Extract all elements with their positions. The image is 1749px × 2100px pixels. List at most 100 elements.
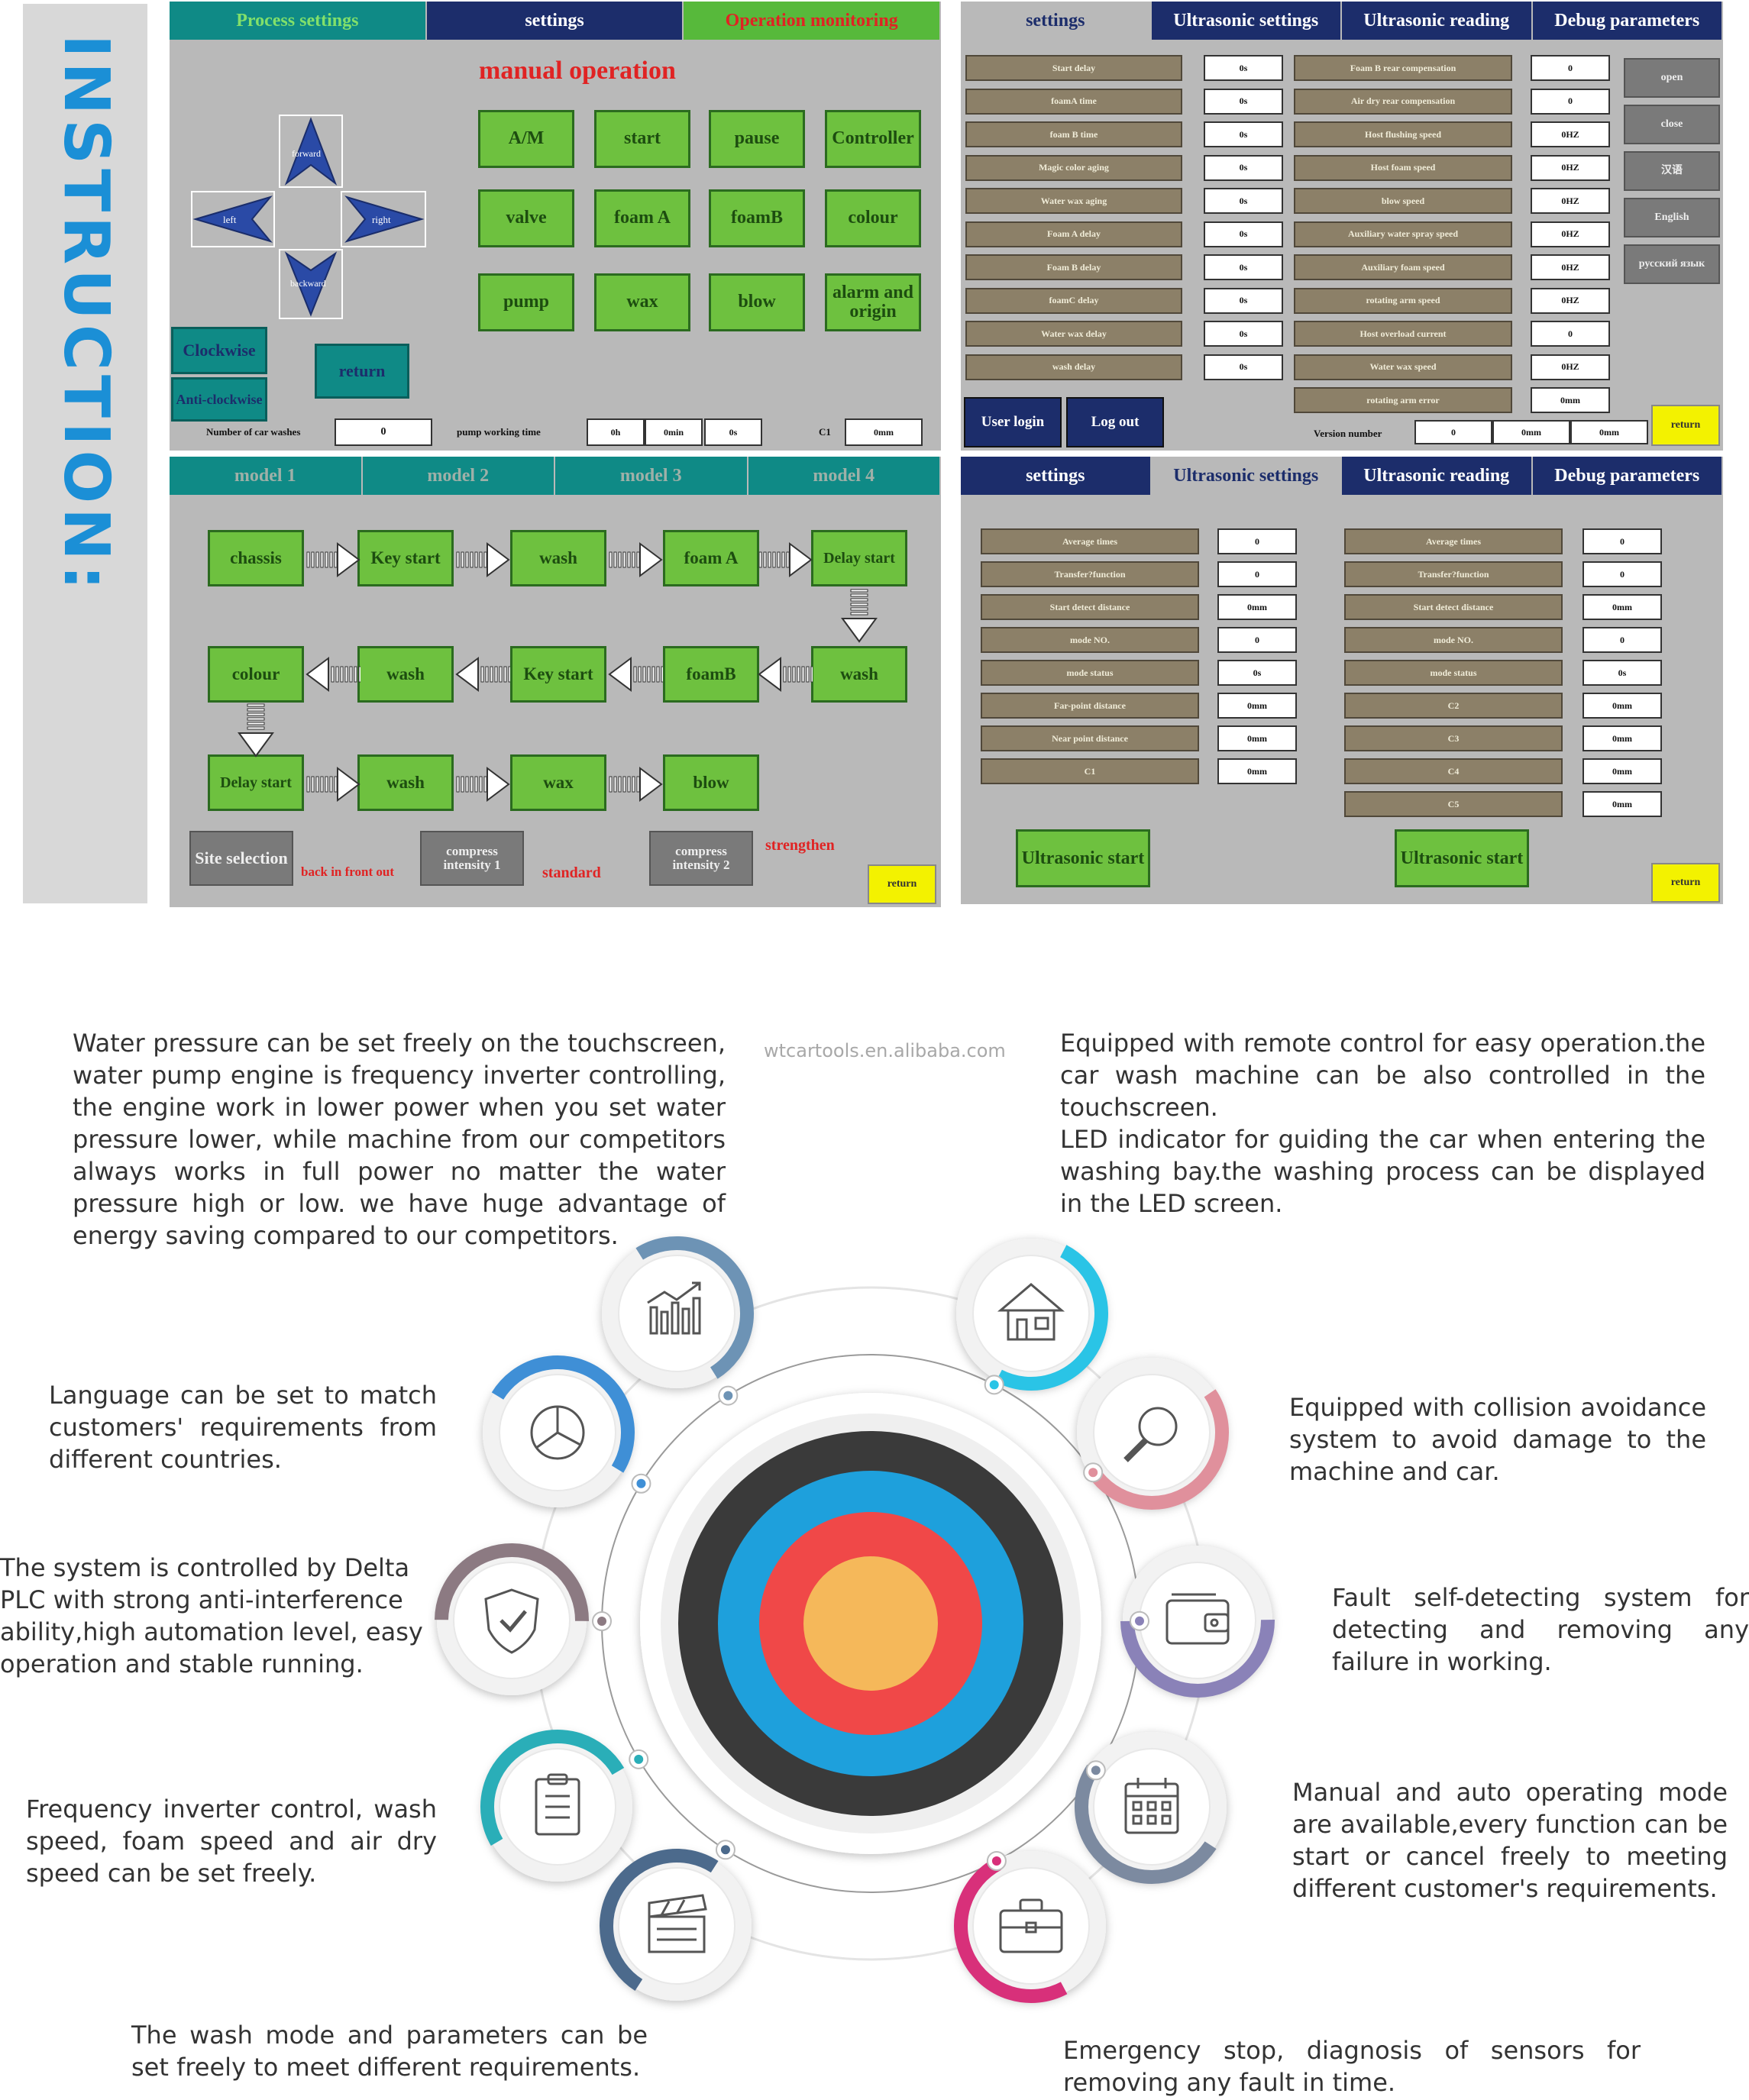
flow-step[interactable]: blow xyxy=(663,754,759,811)
reading-value[interactable]: 0mm xyxy=(1583,791,1662,817)
flow-step[interactable]: foam A xyxy=(663,530,759,586)
param-value[interactable]: 0s xyxy=(1204,88,1283,115)
param-value[interactable]: 0s xyxy=(1204,221,1283,247)
return-button[interactable]: return xyxy=(1651,863,1720,903)
flow-step[interactable]: wash xyxy=(357,646,454,703)
reading-value[interactable]: 0mm xyxy=(1217,594,1297,620)
return-button[interactable]: return xyxy=(315,344,409,399)
tab-model-3[interactable]: model 3 xyxy=(555,457,748,495)
reading-value[interactable]: 0mm xyxy=(1217,758,1297,784)
reading-value[interactable]: 0 xyxy=(1217,627,1297,653)
tab-model-1[interactable]: model 1 xyxy=(170,457,363,495)
return-button[interactable]: return xyxy=(1651,405,1720,446)
flow-step[interactable]: wash xyxy=(357,754,454,811)
tab-debug-parameters[interactable]: Debug parameters xyxy=(1532,457,1723,495)
reading-value[interactable]: 0mm xyxy=(1583,693,1662,719)
tab-model-2[interactable]: model 2 xyxy=(362,457,555,495)
anticlockwise-button[interactable]: Anti-clockwise xyxy=(171,377,267,422)
valve-button[interactable]: valve xyxy=(478,189,574,247)
flow-step[interactable]: Key start xyxy=(357,530,454,586)
tab-debug-parameters[interactable]: Debug parameters xyxy=(1532,2,1723,40)
ultrasonic-start-button-left[interactable]: Ultrasonic start xyxy=(1016,829,1150,887)
param-value[interactable]: 0s xyxy=(1204,321,1283,347)
am-button[interactable]: A/M xyxy=(478,110,574,168)
forward-button[interactable] xyxy=(279,115,343,188)
tab-ultrasonic-settings[interactable]: Ultrasonic settings xyxy=(1151,457,1342,495)
reading-value[interactable]: 0mm xyxy=(1217,693,1297,719)
flow-step[interactable]: Delay start xyxy=(811,530,907,586)
foam-a-button[interactable]: foam A xyxy=(594,189,690,247)
reading-value[interactable]: 0mm xyxy=(1583,594,1662,620)
param-value[interactable]: 0s xyxy=(1204,154,1283,181)
flow-step[interactable]: wash xyxy=(510,530,606,586)
blow-button[interactable]: blow xyxy=(709,273,805,331)
left-button[interactable] xyxy=(191,191,275,247)
flow-step[interactable]: chassis xyxy=(208,530,304,586)
tab-settings[interactable]: settings xyxy=(426,2,684,40)
site-selection-button[interactable]: Site selection xyxy=(189,831,293,886)
param-value[interactable]: 0s xyxy=(1204,55,1283,81)
reading-value[interactable]: 0mm xyxy=(1583,758,1662,784)
alarm-origin-button[interactable]: alarm and origin xyxy=(825,273,921,331)
compress-intensity-1-button[interactable]: compress intensity 1 xyxy=(420,831,524,886)
param-value[interactable]: 0s xyxy=(1204,354,1283,380)
reading-value[interactable]: 0 xyxy=(1583,561,1662,587)
flow-step[interactable]: wax xyxy=(510,754,606,811)
param-value[interactable]: 0HZ xyxy=(1531,354,1610,380)
log-out-button[interactable]: Log out xyxy=(1066,397,1164,447)
reading-value[interactable]: 0mm xyxy=(1217,725,1297,751)
flow-step[interactable]: Key start xyxy=(510,646,606,703)
param-value[interactable]: 0s xyxy=(1204,287,1283,314)
param-value[interactable]: 0mm xyxy=(1531,387,1610,413)
param-value[interactable]: 0HZ xyxy=(1531,121,1610,147)
return-button[interactable]: return xyxy=(868,864,936,904)
tab-model-4[interactable]: model 4 xyxy=(748,457,941,495)
clockwise-button[interactable]: Clockwise xyxy=(171,327,267,374)
tab-settings[interactable]: settings xyxy=(961,457,1152,495)
tab-ultrasonic-reading[interactable]: Ultrasonic reading xyxy=(1342,457,1533,495)
reading-value[interactable]: 0s xyxy=(1583,660,1662,686)
pause-button[interactable]: pause xyxy=(709,110,805,168)
reading-value[interactable]: 0 xyxy=(1217,561,1297,587)
foam-b-button[interactable]: foamB xyxy=(709,189,805,247)
param-value[interactable]: 0s xyxy=(1204,254,1283,280)
param-value[interactable]: 0HZ xyxy=(1531,254,1610,280)
wax-button[interactable]: wax xyxy=(594,273,690,331)
param-value[interactable]: 0 xyxy=(1531,321,1610,347)
param-value[interactable]: 0HZ xyxy=(1531,287,1610,314)
param-value[interactable]: 0s xyxy=(1204,121,1283,147)
param-value[interactable]: 0HZ xyxy=(1531,154,1610,181)
colour-button[interactable]: colour xyxy=(825,189,921,247)
flow-step[interactable]: wash xyxy=(811,646,907,703)
reading-value[interactable]: 0 xyxy=(1217,528,1297,554)
pump-button[interactable]: pump xyxy=(478,273,574,331)
ultrasonic-start-button-right[interactable]: Ultrasonic start xyxy=(1395,829,1529,887)
flow-step[interactable]: colour xyxy=(208,646,304,703)
param-value[interactable]: 0HZ xyxy=(1531,188,1610,214)
param-value[interactable]: 0 xyxy=(1531,55,1610,81)
param-value[interactable]: 0s xyxy=(1204,188,1283,214)
side-button[interactable]: English xyxy=(1624,198,1720,237)
side-button[interactable]: 汉语 xyxy=(1624,151,1720,191)
side-button[interactable]: close xyxy=(1624,105,1720,144)
flow-step[interactable]: foamB xyxy=(663,646,759,703)
start-button[interactable]: start xyxy=(594,110,690,168)
backward-button[interactable] xyxy=(279,249,343,319)
param-value[interactable]: 0 xyxy=(1531,88,1610,115)
param-value[interactable]: 0HZ xyxy=(1531,221,1610,247)
user-login-button[interactable]: User login xyxy=(964,397,1062,447)
right-button[interactable] xyxy=(341,191,426,247)
tab-ultrasonic-reading[interactable]: Ultrasonic reading xyxy=(1342,2,1533,40)
controller-button[interactable]: Controller xyxy=(825,110,921,168)
compress-intensity-2-button[interactable]: compress intensity 2 xyxy=(649,831,753,886)
flow-step[interactable]: Delay start xyxy=(208,754,304,811)
reading-value[interactable]: 0mm xyxy=(1583,725,1662,751)
tab-ultrasonic-settings[interactable]: Ultrasonic settings xyxy=(1151,2,1342,40)
tab-operation-monitoring[interactable]: Operation monitoring xyxy=(684,2,941,40)
reading-value[interactable]: 0 xyxy=(1583,528,1662,554)
reading-value[interactable]: 0s xyxy=(1217,660,1297,686)
tab-process-settings[interactable]: Process settings xyxy=(170,2,427,40)
tab-settings[interactable]: settings xyxy=(961,2,1152,40)
side-button[interactable]: open xyxy=(1624,58,1720,98)
reading-value[interactable]: 0 xyxy=(1583,627,1662,653)
